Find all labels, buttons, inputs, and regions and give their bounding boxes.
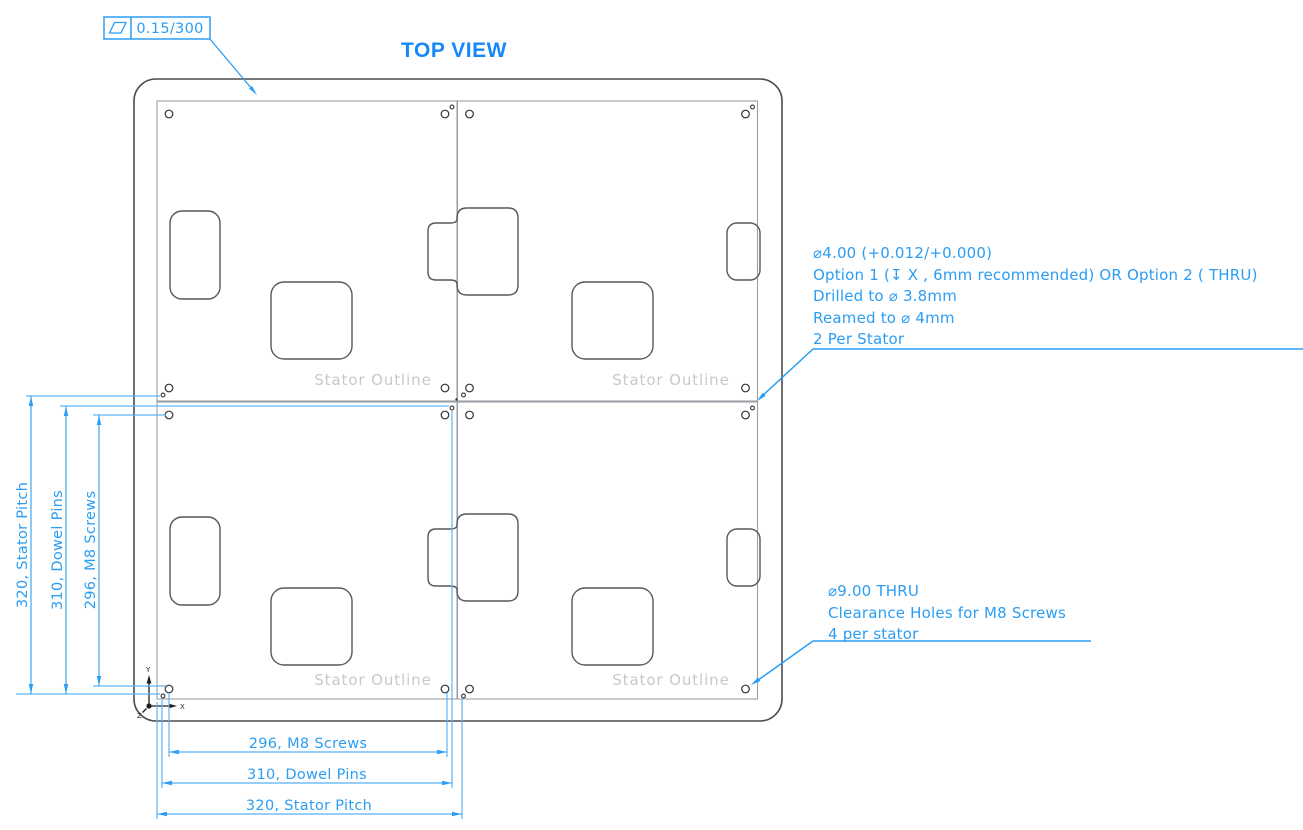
slot-cutout <box>169 210 221 300</box>
m8-clearance-holes <box>164 109 750 694</box>
note-line: 2 Per Stator <box>813 330 905 348</box>
tolerance-leader-line <box>209 38 253 90</box>
stator-outline-top-right <box>456 100 759 402</box>
dowel-hole-note: ⌀4.00 (+0.012/+0.000) Option 1 (↧ X , 6m… <box>813 243 1258 351</box>
flatness-tolerance-value: 0.15/300 <box>136 20 204 37</box>
dimension-extension-lines <box>16 395 463 819</box>
z-axis-label: Z <box>137 712 142 720</box>
stator-outlines <box>156 100 759 700</box>
dim-label-310-dowel-pins-horizontal: 310, Dowel Pins <box>246 767 368 783</box>
y-axis-label: Y <box>145 666 151 674</box>
dowel-pin-holes <box>160 104 755 699</box>
view-title: TOP VIEW <box>401 39 507 62</box>
edge-slot-cutout <box>726 528 761 587</box>
note-line: ⌀9.00 THRU <box>828 582 920 600</box>
junction-origin-point <box>455 398 458 401</box>
y-axis-arrow <box>146 675 152 684</box>
x-axis-label: X <box>180 703 185 711</box>
annotation-leaders <box>751 348 1303 685</box>
note-line: ⌀4.00 (+0.012/+0.000) <box>813 244 993 262</box>
notched-cutout <box>427 207 519 296</box>
square-pocket <box>270 281 353 360</box>
dim-label-320-stator-pitch-vertical: 320, Stator Pitch <box>15 481 31 609</box>
clearance-hole-note: ⌀9.00 THRU Clearance Holes for M8 Screws… <box>828 581 1066 646</box>
x-axis-arrow <box>168 703 177 709</box>
dowel-note-arrow <box>757 392 766 401</box>
slot-cutout <box>169 516 221 606</box>
note-line: Reamed to ⌀ 4mm <box>813 308 955 327</box>
flatness-tolerance-frame <box>103 16 257 95</box>
flatness-parallelogram-icon <box>108 21 128 34</box>
note-line: Option 1 (↧ X , 6mm recommended) OR Opti… <box>813 265 1258 284</box>
dim-label-296-m8-screws-vertical: 296, M8 Screws <box>83 490 99 610</box>
clearance-note-arrow <box>751 677 761 685</box>
note-line: Drilled to ⌀ 3.8mm <box>813 287 958 305</box>
note-line: 4 per stator <box>828 625 919 643</box>
edge-slot-cutout <box>726 222 761 281</box>
stator-outline-label: Stator Outline <box>314 371 432 389</box>
stator-outline-label: Stator Outline <box>314 671 432 689</box>
plate-cutouts <box>169 207 761 666</box>
square-pocket <box>270 587 353 666</box>
dim-label-296-m8-screws-horizontal: 296, M8 Screws <box>248 736 368 752</box>
origin-point <box>146 703 152 709</box>
stator-outline-label: Stator Outline <box>612 371 730 389</box>
tolerance-leader-arrow <box>249 86 257 95</box>
dim-label-320-stator-pitch-horizontal: 320, Stator Pitch <box>245 798 373 814</box>
stator-outline-label: Stator Outline <box>612 671 730 689</box>
dim-label-310-dowel-pins-vertical: 310, Dowel Pins <box>50 489 66 611</box>
square-pocket <box>571 587 654 666</box>
note-line: Clearance Holes for M8 Screws <box>828 603 1066 622</box>
square-pocket <box>571 281 654 360</box>
coordinate-triad: Y X Z <box>137 666 185 720</box>
stator-outline-bottom-right <box>456 401 759 700</box>
notched-cutout <box>427 513 519 602</box>
dimension-lines <box>28 396 462 817</box>
